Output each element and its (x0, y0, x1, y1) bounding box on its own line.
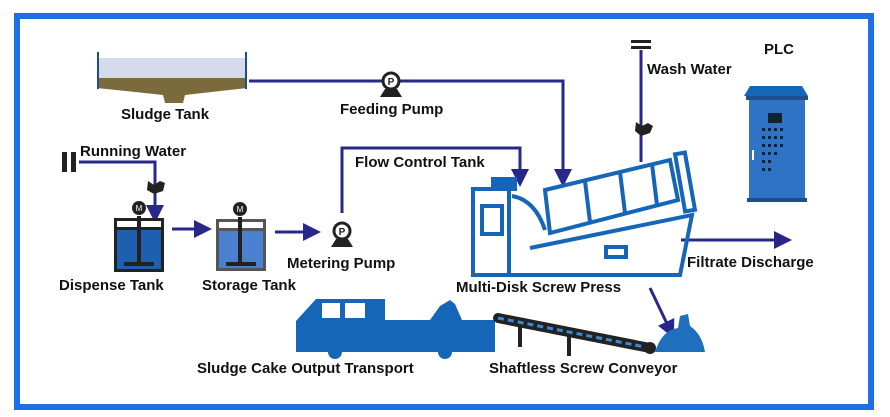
pump-symbol: P (339, 227, 346, 238)
plc-button (762, 144, 765, 147)
sludge-tank (97, 52, 247, 103)
pump-symbol: P (388, 77, 395, 88)
label-filtrate-discharge: Filtrate Discharge (687, 254, 814, 271)
dispense-tank: M (114, 201, 164, 272)
plc-button (774, 128, 777, 131)
plc-button (774, 152, 777, 155)
plc-button (780, 128, 783, 131)
plc-button (762, 136, 765, 139)
metering-pump-icon: P (331, 221, 353, 247)
plc-button (780, 136, 783, 139)
transfer-arrows (172, 220, 792, 339)
valve-icon (635, 122, 653, 136)
mixer-symbol: M (136, 204, 143, 213)
storage-tank: M (216, 202, 266, 271)
running-water-inlet-icon (62, 152, 76, 172)
plc-button (768, 144, 771, 147)
plc-button (762, 168, 765, 171)
plc-button (768, 136, 771, 139)
plc-button (768, 160, 771, 163)
truck-icon (296, 299, 495, 359)
label-metering-pump: Metering Pump (287, 255, 396, 272)
label-dispense-tank: Dispense Tank (59, 277, 164, 294)
plc-button (762, 160, 765, 163)
valve-icon (147, 181, 165, 194)
plc-button (768, 152, 771, 155)
plc-button (762, 128, 765, 131)
label-storage-tank: Storage Tank (202, 277, 296, 294)
sludge-feed-pipe (249, 79, 572, 187)
label-multi-disk-screw-press: Multi-Disk Screw Press (456, 279, 622, 296)
plc-button (768, 168, 771, 171)
plc-button (768, 128, 771, 131)
label-sludge-tank: Sludge Tank (121, 106, 210, 123)
label-sludge-cake-output-transport: Sludge Cake Output Transport (197, 360, 414, 377)
label-feeding-pump: Feeding Pump (340, 101, 444, 118)
running-water-pipe (79, 160, 164, 223)
shaftless-screw-conveyor-icon (493, 313, 656, 356)
label-wash-water: Wash Water (647, 61, 732, 78)
flow-control-pipe (340, 146, 529, 213)
diagram-frame (14, 13, 874, 410)
label-shaftless-screw-conveyor: Shaftless Screw Conveyor (489, 360, 678, 377)
multi-disk-screw-press-icon (471, 150, 698, 277)
plc-button (774, 144, 777, 147)
plc-button (762, 152, 765, 155)
plc-button (774, 136, 777, 139)
label-plc: PLC (764, 41, 794, 58)
label-running-water: Running Water (80, 143, 187, 160)
label-flow-control-tank: Flow Control Tank (355, 154, 485, 171)
plc-cabinet-icon (744, 86, 808, 202)
feeding-pump-icon: P (380, 71, 402, 97)
wash-water-inlet-icon (631, 40, 651, 49)
plc-buttons (762, 128, 783, 171)
plc-button (780, 144, 783, 147)
mixer-symbol: M (237, 205, 244, 214)
sludge-cake-pile-icon (655, 314, 705, 352)
